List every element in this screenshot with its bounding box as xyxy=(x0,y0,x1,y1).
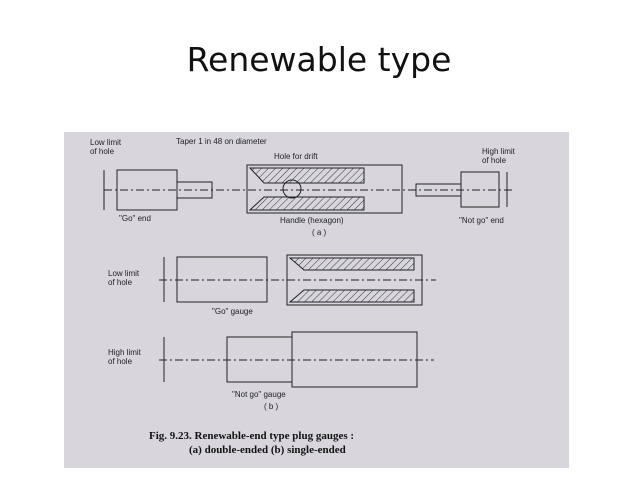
double-ended-gauge xyxy=(103,164,512,214)
label-a-high-limit: High limit of hole xyxy=(482,147,515,165)
not-go-taper-shank xyxy=(415,183,462,197)
not-go-gauge xyxy=(159,331,434,388)
label-b-not-go-gauge: "Not go" gauge xyxy=(232,390,286,399)
figure-caption: Fig. 9.23. Renewable-end type plug gauge… xyxy=(149,429,354,457)
label-b-high-limit: High limit of hole xyxy=(108,348,141,366)
label-a-sub: ( a ) xyxy=(312,228,327,237)
caption-line2: (a) double-ended (b) single-ended xyxy=(189,444,346,456)
label-a-hole-drift: Hole for drift xyxy=(274,152,318,161)
hexagon-handle xyxy=(246,164,403,214)
label-a-not-go-end: "Not go" end xyxy=(459,216,504,225)
label-b-go-gauge: "Go" gauge xyxy=(212,307,253,316)
label-a-go-end: "Go" end xyxy=(119,214,151,223)
label-a-low-limit: Low limit of hole xyxy=(90,138,122,156)
caption-label: Fig. 9.23. xyxy=(149,430,192,442)
slide-title: Renewable type xyxy=(186,40,452,79)
label-a-handle: Handle (hexagon) xyxy=(280,216,344,225)
gauge-drawing xyxy=(103,164,512,388)
drift-hole xyxy=(282,179,302,199)
label-b-sub: ( b ) xyxy=(264,402,279,411)
caption-line1: Renewable-end type plug gauges : xyxy=(194,430,355,442)
label-a-taper: Taper 1 in 48 on diameter xyxy=(176,137,267,146)
go-gauge xyxy=(159,254,436,306)
label-b-low-limit: Low limit of hole xyxy=(108,269,140,287)
figure-scan: Low limit of hole Taper 1 in 48 on diame… xyxy=(64,132,569,468)
